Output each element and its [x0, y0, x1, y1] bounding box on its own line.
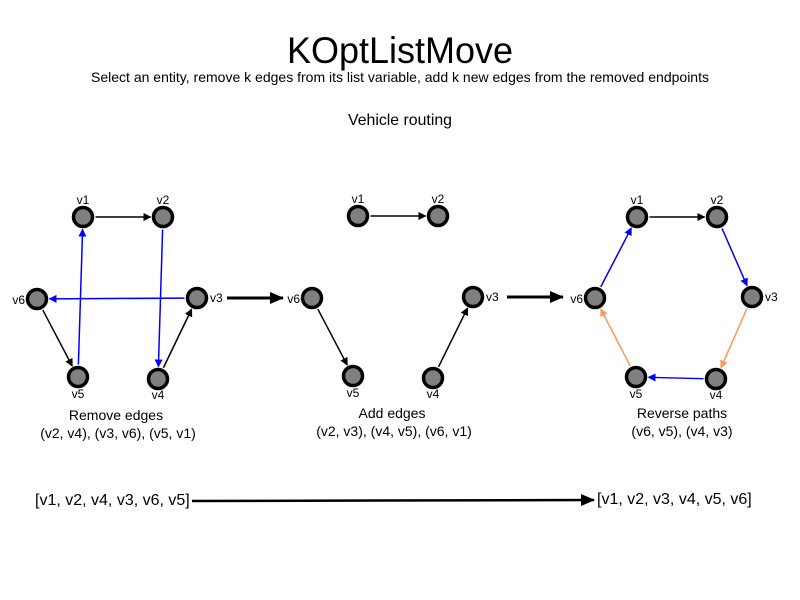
step-2-node-label-v1: v1 [352, 192, 365, 206]
step-3-caption-edges: (v6, v5), (v4, v3) [631, 423, 732, 439]
step-3-node-v6 [583, 286, 607, 310]
step-3-edge-v5-v6 [600, 308, 631, 367]
route-after: [v1, v2, v3, v4, v5, v6] [597, 491, 752, 508]
step-1-node-v2 [151, 205, 175, 229]
step-2-edge-v4-v3 [437, 307, 469, 368]
step-2-caption-edges: (v2, v3), (v4, v5), (v6, v1) [316, 423, 472, 439]
step-2-node-v1 [346, 204, 370, 228]
step-1-node-label-v4: v4 [152, 388, 165, 402]
step-3-node-label-v3: v3 [765, 290, 778, 304]
step-1-edge-v4-v3 [162, 308, 193, 369]
step-2-node-v4 [421, 366, 445, 390]
step-1-node-v5 [66, 365, 90, 389]
page-subtitle: Select an entity, remove k edges from it… [91, 69, 709, 85]
step-1-caption-edges: (v2, v4), (v3, v6), (v5, v1) [40, 425, 196, 441]
step-1-node-v1 [71, 205, 95, 229]
step-3-node-label-v2: v2 [711, 193, 724, 207]
step-3-node-v3 [740, 285, 764, 309]
step-1-node-label-v2: v2 [157, 193, 170, 207]
section-heading: Vehicle routing [348, 112, 452, 129]
step-3-edge-v2-v3 [721, 228, 748, 287]
graphs: v1 v2 v3 v4 v5 v6 v1 v2 v3 v4 v5 v6 v1 v2 v3 v4 v5 v6 [12, 192, 778, 402]
step-3-node-label-v1: v1 [631, 193, 644, 207]
step-1-node-label-v3: v3 [210, 291, 223, 305]
page-title: KOptListMove [287, 30, 513, 71]
route-before: [v1, v2, v4, v3, v6, v5] [35, 492, 190, 509]
step-3-node-v1 [625, 205, 649, 229]
step-3-node-v5 [624, 365, 648, 389]
step-3-node-label-v4: v4 [710, 388, 723, 402]
step-3-node-label-v6: v6 [570, 292, 583, 306]
step-2-node-label-v4: v4 [427, 387, 440, 401]
step-3-node-v4 [704, 367, 728, 391]
step-1-edge-v3-v6 [48, 294, 185, 303]
step-2-node-label-v2: v2 [432, 192, 445, 206]
step-3-node-label-v5: v5 [630, 387, 643, 401]
step-1-node-v6 [25, 287, 49, 311]
step-1-node-label-v5: v5 [72, 387, 85, 401]
step-3-caption-title: Reverse paths [637, 405, 727, 421]
step-1-node-v4 [146, 367, 170, 391]
step-3-edge-v6-v1 [600, 227, 632, 288]
step-2-node-v2 [426, 204, 450, 228]
step-2-node-label-v3: v3 [486, 290, 499, 304]
step-2-node-label-v6: v6 [287, 292, 300, 306]
step-2-node-label-v5: v5 [347, 386, 360, 400]
step-2-node-v5 [341, 364, 365, 388]
step-2-caption-title: Add edges [359, 405, 426, 421]
step-2-node-v3 [461, 285, 485, 309]
step-1-node-label-v6: v6 [12, 293, 25, 307]
step-2-node-v6 [300, 286, 324, 310]
route-transform-arrow [191, 494, 595, 507]
step-1-node-v3 [185, 286, 209, 310]
step-1-edge-v6-v5 [42, 309, 73, 367]
step-1-caption-title: Remove edges [69, 407, 163, 423]
step-1-edge-v5-v1 [77, 228, 87, 365]
step-2-edge-v6-v5 [317, 308, 348, 366]
step-3-node-v2 [705, 205, 729, 229]
step-3-edge-v4-v5 [647, 373, 704, 382]
step-3-edge-v3-v4 [720, 308, 748, 369]
step-1-node-label-v1: v1 [77, 193, 90, 207]
